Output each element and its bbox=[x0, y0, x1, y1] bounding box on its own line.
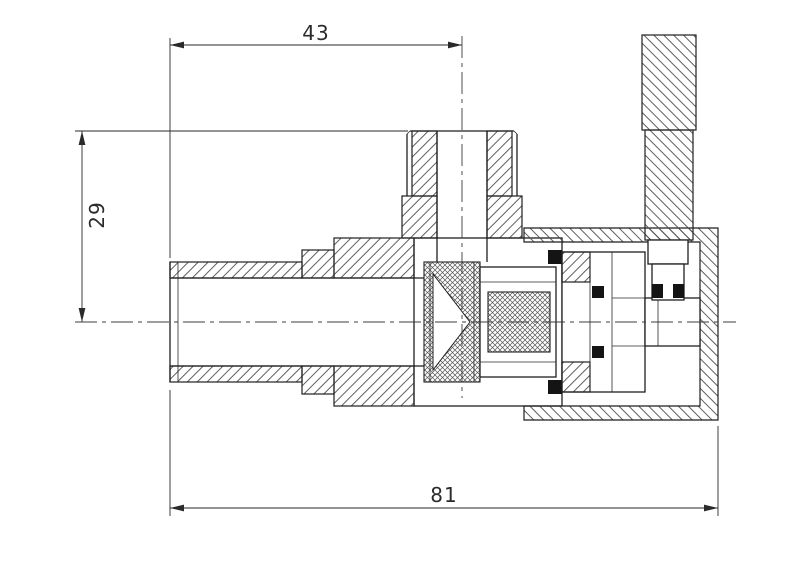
arrowhead-left bbox=[170, 504, 184, 512]
arrowhead-right bbox=[704, 504, 718, 512]
oring-seal-top bbox=[548, 250, 562, 264]
outlet-port bbox=[401, 130, 523, 262]
dimension-bottom-label: 81 bbox=[430, 483, 457, 507]
hub-seal-right bbox=[673, 284, 684, 298]
arrowhead-right bbox=[448, 41, 462, 49]
oring-seal-bottom bbox=[548, 380, 562, 394]
dimension-top-label: 43 bbox=[302, 21, 329, 45]
pipe-wall-top bbox=[169, 261, 303, 279]
lever-upper-segment bbox=[641, 34, 697, 131]
body-wall-top bbox=[333, 237, 415, 279]
port-chamfer-right bbox=[513, 130, 518, 135]
bonnet-wall-top bbox=[561, 251, 591, 283]
thread-wall-right bbox=[486, 130, 513, 197]
body-shoulder bbox=[301, 249, 335, 395]
shoulder-wall-top bbox=[301, 249, 335, 279]
body-wall-bottom bbox=[333, 365, 415, 407]
thread-wall-left bbox=[411, 130, 438, 197]
port-chamfer-left bbox=[406, 130, 411, 135]
dimension-left-label: 29 bbox=[85, 201, 109, 228]
lever-lower-segment bbox=[644, 129, 694, 241]
lever-hub bbox=[647, 239, 689, 265]
stem-seal-top bbox=[592, 286, 604, 298]
dimension-overall-length: 81 bbox=[169, 390, 719, 516]
stem-seal-bottom bbox=[592, 346, 604, 358]
mounting-bracket bbox=[523, 227, 719, 421]
arrowhead-bottom bbox=[78, 308, 86, 322]
hub-seal-left bbox=[652, 284, 663, 298]
dimension-top-width: 43 bbox=[169, 21, 462, 258]
arrowhead-top bbox=[78, 131, 86, 145]
valve-body bbox=[333, 237, 415, 407]
port-collar-left bbox=[401, 195, 438, 239]
dimension-left-height: 29 bbox=[75, 130, 408, 322]
bonnet-wall-bottom bbox=[561, 361, 591, 393]
pipe-wall-bottom bbox=[169, 365, 303, 383]
port-collar-right bbox=[486, 195, 523, 239]
shoulder-wall-bottom bbox=[301, 365, 335, 395]
arrowhead-left bbox=[170, 41, 184, 49]
handle-lever bbox=[641, 34, 697, 301]
